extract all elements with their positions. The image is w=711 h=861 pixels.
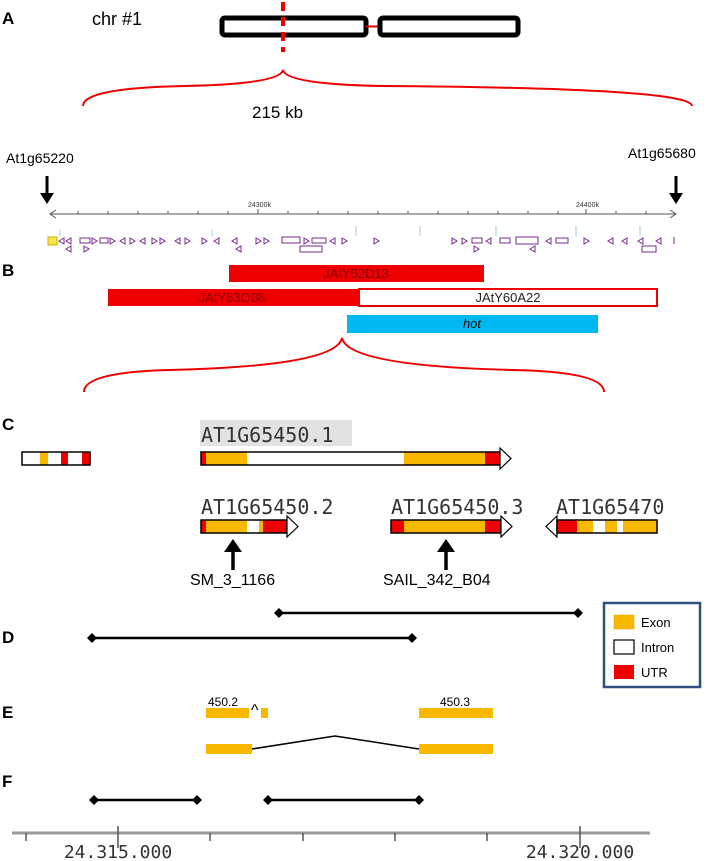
panel-label-a: A [2, 9, 14, 28]
transcript-label-highlight [200, 420, 352, 446]
transcript-label-4: AT1G65470 [556, 495, 664, 519]
panel-label-b: B [2, 261, 14, 280]
insertion-label-sail: SAIL_342_B04 [383, 572, 491, 589]
insertion-label-sm: SM_3_1166 [190, 572, 275, 589]
gene-track [47, 226, 675, 253]
amplicon-d-lower [87, 633, 417, 643]
chromosome-ideogram [219, 2, 521, 52]
ruler-tick-label-1: 24300k [248, 202, 271, 209]
legend-swatch-utr [614, 665, 634, 679]
rtpcr-label-450-3: 450.3 [440, 695, 470, 709]
zoom-brace-a [82, 69, 693, 107]
left-marker-label: At1g65220 [6, 150, 74, 166]
insertion-arrow-sm [224, 539, 242, 570]
gene-model-at1g65450-1 [200, 446, 512, 471]
insertion-arrow-sail [437, 539, 455, 570]
transcript-label-3: AT1G65450.3 [391, 495, 523, 519]
right-marker-label: At1g65680 [628, 145, 696, 161]
amplicon-d-upper [274, 608, 583, 618]
rtpcr-product-450-2 [206, 708, 268, 718]
panel-label-d: D [2, 628, 14, 647]
left-marker-arrow [40, 176, 54, 204]
gene-model-at1g65470 [545, 514, 658, 539]
splice-junction-line [251, 735, 420, 750]
rtpcr-label-450-2: 450.2 [208, 695, 238, 709]
chromosome-label: chr #1 [92, 9, 142, 29]
clone-bar-jaty60a22: JAtY60A22 [358, 288, 658, 307]
amplicon-f-left [89, 795, 202, 805]
legend-label-utr: UTR [641, 665, 668, 680]
legend: Exon Intron UTR [602, 601, 702, 689]
panel-label-c: C [2, 415, 14, 434]
transcript-label-2: AT1G65450.2 [201, 495, 333, 519]
legend-label-exon: Exon [641, 615, 671, 630]
zoom-brace-b [83, 337, 605, 393]
rtpcr-gap [249, 708, 261, 718]
clone-label-jaty63o08: JAtY63O08 [199, 290, 266, 305]
coordinate-axis: 24.315.000 24.320.000 [12, 826, 650, 861]
spliced-exon-right [419, 744, 493, 754]
spliced-exon-left [206, 744, 252, 754]
legend-swatch-exon [613, 614, 635, 630]
clone-bar-jaty63o08: JAtY63O08 [108, 289, 359, 306]
hot-region-bar: hot [347, 315, 598, 333]
gene-model-at1g65450-3 [390, 514, 513, 539]
transcript-label-1: AT1G65450.1 [201, 423, 333, 447]
right-marker-arrow [669, 176, 683, 204]
amplicon-f-right [263, 795, 424, 805]
gene-model-left-fragment [21, 451, 91, 466]
rtpcr-caret: ^ [251, 702, 259, 719]
region-size-label: 215 kb [252, 103, 303, 122]
panel-label-f: F [2, 772, 12, 791]
clone-label-jaty52d13: JAtY52D13 [323, 266, 389, 281]
legend-label-intron: Intron [641, 640, 674, 655]
ruler-tick-label-2: 24400k [576, 202, 599, 209]
browser-ruler: 24300k 24400k [49, 202, 677, 219]
axis-tick-label-2: 24.320.000 [526, 842, 634, 861]
gene-model-at1g65450-2 [200, 514, 299, 539]
legend-swatch-intron [613, 639, 635, 655]
panel-label-e: E [2, 703, 13, 722]
rtpcr-product-450-3 [419, 708, 493, 718]
clone-label-jaty60a22: JAtY60A22 [475, 290, 540, 305]
axis-tick-label-1: 24.315.000 [64, 842, 172, 861]
clone-bar-jaty52d13: JAtY52D13 [229, 265, 484, 282]
hot-region-label: hot [463, 316, 482, 331]
